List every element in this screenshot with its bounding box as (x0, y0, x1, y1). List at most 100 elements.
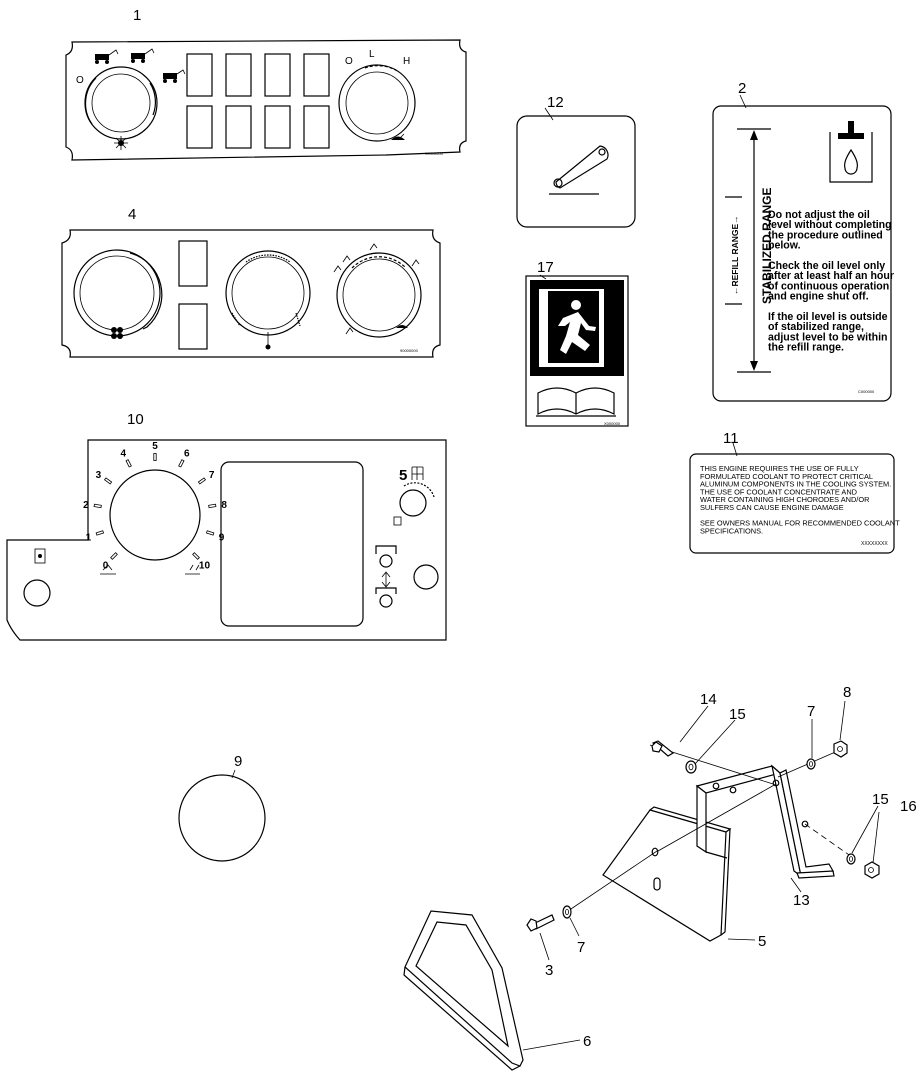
decal-11: THIS ENGINE REQUIRES THE USE OF FULLYFOR… (689, 453, 900, 554)
callout-6: 6 (583, 1033, 591, 1050)
nut-8 (833, 740, 848, 758)
decal2-line: and engine shut off. (768, 291, 869, 303)
rabbit-icon (185, 564, 200, 575)
callout-10: 10 (127, 411, 144, 428)
decal-17: X000000 (525, 275, 629, 427)
decal11-line: THIS ENGINE REQUIRES THE USE OF FULLY (700, 464, 859, 473)
loader-icon-1 (95, 49, 119, 64)
dial-number: 9 (219, 533, 225, 544)
switch-blank-lower (178, 303, 208, 350)
bolt-3 (526, 914, 555, 932)
washer-15-lower (846, 853, 856, 865)
callout-13: 13 (793, 892, 810, 909)
decal11-line: SPECIFICATIONS. (700, 526, 763, 535)
range-arrows (725, 128, 771, 373)
right-knob (413, 564, 439, 590)
dial-number: 1 (86, 533, 92, 544)
round-plug-9 (178, 774, 266, 862)
decal2-line: level without completing (768, 219, 892, 231)
callout-7-lower: 7 (577, 939, 585, 956)
decal11-line: ALUMINUM COMPONENTS IN THE COOLING SYSTE… (700, 480, 891, 489)
dial-tick (153, 453, 157, 461)
throttle-dial (93, 453, 217, 561)
decal2-line: of continuous operation (768, 280, 889, 292)
dial-tick (205, 530, 215, 536)
dial-tick (125, 459, 132, 468)
dial-o-label-left: O (76, 75, 84, 86)
left-knob (23, 579, 51, 607)
dial-number: 4 (120, 449, 126, 460)
decal11-line: WATER CONTAINING HIGH CHORODES AND/OR (700, 495, 869, 504)
leader-lines (231, 94, 880, 1051)
decal2-line: below. (768, 240, 801, 252)
gear-number: 5 (399, 467, 407, 484)
callout-12: 12 (547, 94, 564, 111)
stabilized-range-label: STABILIZED RANGE (760, 188, 774, 304)
washer-7-upper (806, 758, 816, 770)
oil-level-icon (829, 121, 873, 183)
callout-4: 4 (128, 206, 136, 223)
decal11-line: FORMULATED COOLANT TO PROTECT CRITICAL (700, 472, 873, 481)
decal11-code: XXXXXXXX (861, 541, 888, 547)
callout-2: 2 (738, 80, 746, 97)
decal2-line: adjust level to be within (768, 331, 888, 343)
switch-blanks-1 (186, 53, 330, 149)
dial-tick (103, 477, 113, 485)
manual-book-icon (536, 387, 616, 417)
dial-h-label: H (403, 56, 410, 67)
panel1-part-number: 90000000 (425, 151, 444, 156)
callout-15-lower: 15 (872, 791, 889, 808)
raise-lower-controls (375, 545, 397, 608)
work-light-dial (84, 66, 158, 140)
phone-icon (34, 548, 46, 564)
gear-selector: 5 (399, 466, 435, 517)
dial-number: 2 (83, 500, 89, 511)
panel4-part-number: 90000000 (400, 348, 419, 353)
fan-speed-dial (73, 249, 163, 337)
washer-7-lower (562, 905, 572, 919)
display-window (220, 461, 364, 627)
callout-9: 9 (234, 753, 242, 770)
callout-5: 5 (758, 933, 766, 950)
sun-light-icon (114, 136, 128, 150)
nut-16 (864, 861, 880, 879)
temperature-dial (225, 250, 311, 336)
decal2-line: the refill range. (768, 342, 844, 354)
decal2-line: of stabilized range, (768, 321, 864, 333)
fan-icon (111, 327, 123, 339)
decal11-line: THE USE OF COOLANT CONCENTRATE AND (700, 487, 857, 496)
callout-16: 16 (900, 798, 917, 815)
dial-tick (95, 530, 105, 536)
decal11-line: SEE OWNERS MANUAL FOR RECOMMENDED COOLAN… (700, 519, 900, 528)
decal-12 (516, 115, 636, 228)
mount-plate-5 (602, 806, 732, 942)
lever-icon (549, 145, 609, 195)
decal2-line: after at least half an hour (768, 270, 894, 282)
callout-numbers: 1 2 3 4 5 6 7 7 8 9 10 11 12 13 14 15 15… (127, 7, 917, 1050)
decal2-line: Do not adjust the oil (768, 209, 870, 221)
dial-tick (197, 477, 207, 485)
decal-panel-1: O (65, 39, 467, 161)
callout-8: 8 (843, 684, 851, 701)
decal11-text: THIS ENGINE REQUIRES THE USE OF FULLYFOR… (700, 464, 900, 535)
decal17-code: X000000 (604, 421, 621, 426)
dial-number: 3 (96, 470, 102, 481)
decal2-line: Check the oil level only (768, 260, 885, 272)
turtle-icon (100, 564, 116, 575)
dial-number: 0 (103, 560, 109, 571)
decal2-line: the procedure outlined (768, 229, 883, 241)
dial-number: 7 (209, 470, 215, 481)
air-mode-dial (336, 252, 422, 338)
dial-tick (178, 459, 185, 468)
switch-blank-upper (178, 240, 208, 287)
wiper-dial (338, 64, 416, 142)
gasket-6 (403, 910, 524, 1071)
callout-14: 14 (700, 691, 717, 708)
callout-7-upper: 7 (807, 703, 815, 720)
washer-15-upper (685, 760, 697, 774)
decal11-line: SULFERS CAN CAUSE ENGINE DAMAGE (700, 503, 844, 512)
decal-2: STABILIZED RANGE ←REFILL RANGE→ Do not a… (712, 105, 894, 402)
